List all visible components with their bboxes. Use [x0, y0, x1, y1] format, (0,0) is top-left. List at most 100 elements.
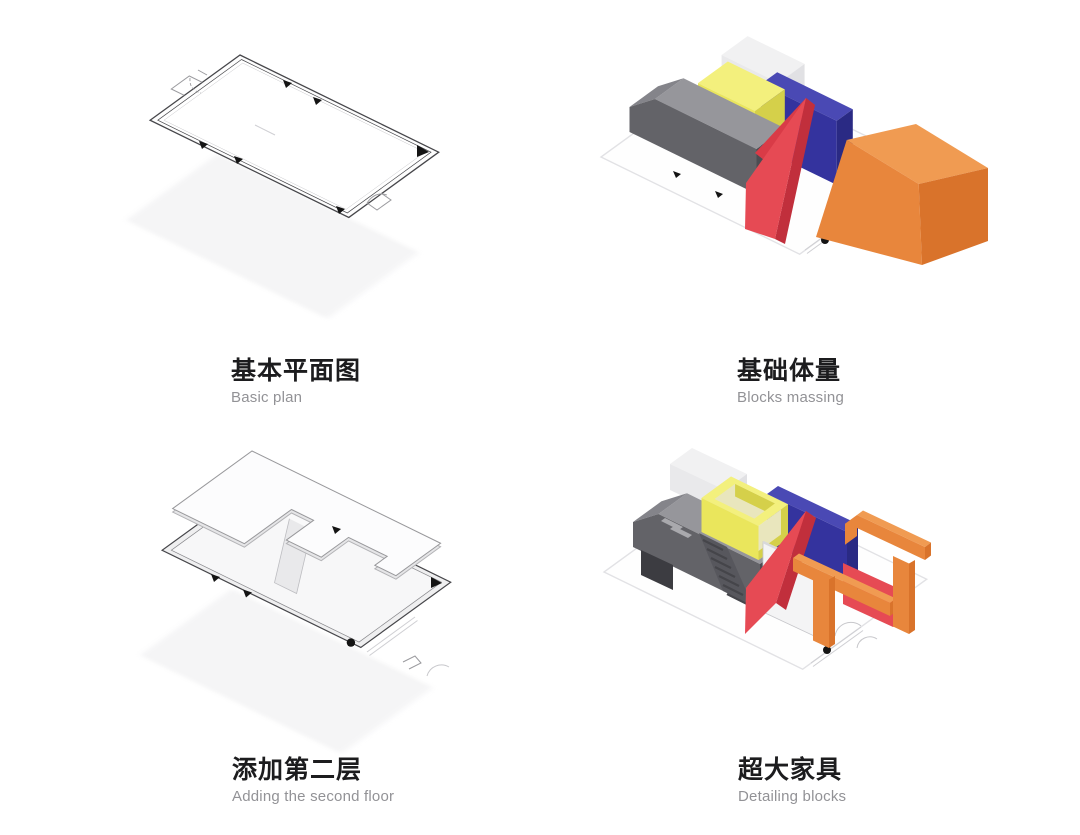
stair-tread	[702, 539, 724, 551]
door-marker	[234, 156, 243, 164]
plan-inner-wall	[158, 60, 431, 213]
wall-fragment	[369, 620, 418, 656]
plan-inner-line	[164, 63, 425, 209]
orange-block	[816, 124, 988, 265]
door-marker	[199, 141, 208, 149]
caption-title-en: Basic plan	[231, 388, 303, 406]
door-markers	[211, 574, 442, 647]
caption-second-floor: 添加第二层 Adding the second floor	[232, 756, 395, 805]
door-swing-arc	[834, 621, 862, 637]
red-blade-face	[745, 511, 806, 634]
shadow-plane-shape	[127, 154, 418, 318]
caption-title-zh: 超大家具	[738, 756, 843, 784]
gray-top-face	[655, 78, 785, 149]
door-frame	[170, 75, 203, 96]
door-marker	[336, 206, 345, 214]
orange-leg-right-side	[909, 560, 915, 634]
orange-leg-left-side	[829, 576, 835, 648]
staircase	[699, 533, 753, 606]
floor-plan	[150, 55, 439, 217]
second-floor-plate	[173, 451, 441, 604]
caption-title-zh: 基础体量	[737, 357, 842, 385]
roof-step	[661, 518, 683, 530]
door-frame	[366, 192, 392, 211]
wall-fragment	[366, 616, 416, 653]
door-vestibule-2	[366, 192, 392, 211]
red-slab	[745, 98, 815, 244]
roof-step	[670, 526, 692, 538]
interior-line	[254, 124, 276, 136]
door-marker	[283, 80, 292, 88]
door-marker	[211, 574, 220, 582]
door-tick	[197, 69, 208, 76]
stair-tread	[722, 584, 744, 596]
stair-tread	[714, 566, 736, 578]
yellow-inner-back-wall	[735, 483, 775, 516]
blue-top-face	[761, 72, 853, 121]
stair-tread	[718, 575, 740, 587]
yellow-top-rim	[701, 476, 788, 526]
red-front-face	[745, 98, 806, 239]
yellow-top-face	[698, 61, 785, 111]
door-swing-arc	[189, 77, 202, 94]
blue-top-face	[767, 486, 858, 532]
shadow-plane	[141, 589, 432, 753]
gray-chamfer-face	[633, 493, 687, 522]
door-marker	[673, 171, 681, 178]
roof-steps	[661, 518, 692, 538]
panel-blocks-massing	[599, 36, 988, 265]
door-marker	[313, 97, 322, 105]
corner-marker	[431, 577, 442, 588]
orange-frame	[793, 510, 931, 648]
door-swing-arc	[856, 636, 878, 649]
wall-fragment	[810, 626, 862, 664]
orange-side-face	[918, 168, 988, 265]
orange-upper-beam-end	[925, 542, 931, 560]
door-markers	[199, 80, 429, 214]
door-swing-arc	[426, 664, 450, 677]
entry-dot	[346, 638, 356, 647]
yellow-frame	[701, 476, 788, 560]
orange-beam-front	[793, 558, 890, 616]
plate-door-marker	[332, 526, 341, 534]
orange-leg-right	[893, 556, 909, 634]
orange-front-face	[816, 140, 922, 265]
ghost-top-face	[721, 36, 805, 83]
caption-title-en: Blocks massing	[737, 388, 845, 406]
gray-front-face	[629, 99, 757, 194]
gray-chamfer-face	[629, 78, 684, 107]
door-vestibule	[366, 616, 450, 677]
stair-tread	[726, 593, 748, 605]
stair-tread	[706, 548, 728, 560]
door-frame	[402, 655, 422, 670]
panel-second-floor	[141, 430, 495, 753]
door-swing-arc	[366, 193, 388, 204]
shadow-plane-shape	[141, 589, 432, 753]
plate-face	[173, 451, 441, 601]
caption-title-en: Adding the second floor	[232, 787, 395, 805]
door-marker	[243, 589, 252, 598]
caption-title-en: Detailing blocks	[738, 787, 847, 805]
shadow-plane	[127, 154, 418, 318]
orange-top-face	[846, 124, 988, 184]
caption-basic-plan: 基本平面图 Basic plan	[231, 357, 362, 406]
orange-beam-top	[793, 553, 896, 603]
caption-title-zh: 基本平面图	[231, 357, 362, 385]
door-vestibule	[170, 69, 208, 96]
yellow-front-face	[701, 498, 759, 560]
corner-arrow-marker	[417, 145, 429, 157]
caption-detailing-blocks: 超大家具 Detailing blocks	[738, 756, 847, 805]
orange-upper-return	[845, 515, 857, 545]
gray-opening	[641, 550, 673, 590]
caption-blocks-massing: 基础体量 Blocks massing	[737, 357, 845, 406]
caption-title-zh: 添加第二层	[232, 756, 363, 784]
door-marker	[715, 191, 723, 198]
panel-detailing-blocks	[602, 448, 931, 671]
orange-upper-beam-top	[857, 510, 931, 547]
stair-tread	[710, 557, 732, 569]
wall-fragment	[812, 630, 864, 667]
yellow-side-post	[781, 504, 788, 544]
orange-upper-beam-front	[857, 515, 925, 560]
orange-leg-left	[813, 572, 829, 648]
